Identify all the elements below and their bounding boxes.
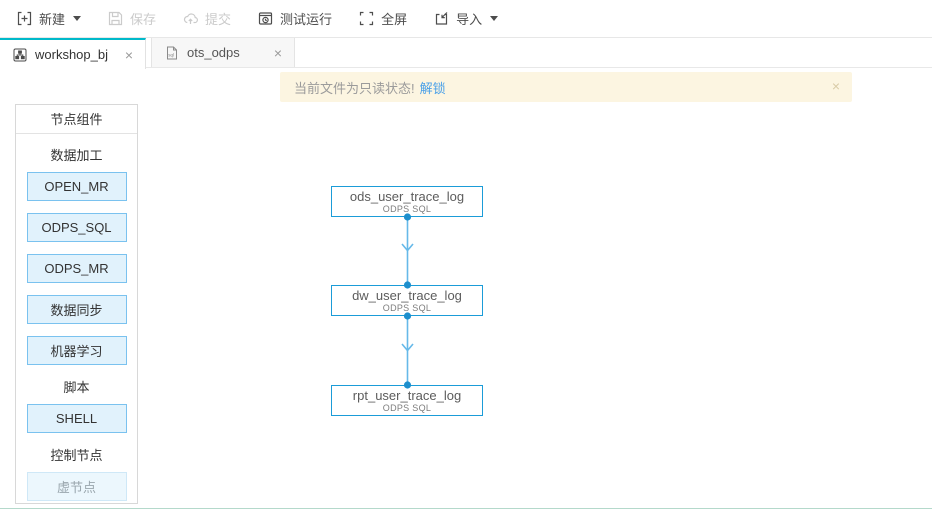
save-label: 保存 xyxy=(130,12,157,27)
section-label-script: 脚本 xyxy=(63,380,90,395)
fullscreen-icon xyxy=(359,11,374,26)
component-virtual-node[interactable]: 虚节点 xyxy=(26,472,127,501)
submit-button[interactable]: 提交 xyxy=(183,9,231,28)
fullscreen-button[interactable]: 全屏 xyxy=(359,9,407,28)
readonly-banner: 当前文件为只读状态! 解锁 × xyxy=(280,72,852,102)
close-icon[interactable]: × xyxy=(273,44,282,61)
panel-title: 节点组件 xyxy=(16,105,137,134)
component-machine-learning[interactable]: 机器学习 xyxy=(26,336,127,365)
arrowhead-icon xyxy=(401,243,414,252)
svg-text:sql: sql xyxy=(168,52,174,57)
arrowhead-icon xyxy=(401,343,414,352)
close-icon[interactable]: × xyxy=(831,78,840,94)
section-label-data-processing: 数据加工 xyxy=(50,148,103,163)
test-run-button[interactable]: 测试运行 xyxy=(258,9,332,28)
save-icon xyxy=(108,11,123,26)
node-title: ods_user_trace_log xyxy=(349,189,465,204)
component-odps-mr[interactable]: ODPS_MR xyxy=(26,254,127,283)
cloud-upload-icon xyxy=(183,13,198,24)
bottom-divider xyxy=(0,508,932,509)
workflow-icon xyxy=(13,48,27,61)
tab-label: workshop_bj xyxy=(35,47,108,62)
close-icon[interactable]: × xyxy=(124,46,133,63)
component-data-sync[interactable]: 数据同步 xyxy=(26,295,127,324)
caret-down-icon xyxy=(73,16,82,21)
tab-workshop-bj[interactable]: workshop_bj × xyxy=(0,38,146,69)
save-button[interactable]: 保存 xyxy=(108,9,156,28)
sql-file-icon: sql xyxy=(167,46,177,59)
node-type: ODPS SQL xyxy=(382,303,432,313)
unlock-link[interactable]: 解锁 xyxy=(419,80,446,96)
import-button[interactable]: 导入 xyxy=(434,9,499,28)
dag-node-dw-user-trace-log[interactable]: dw_user_trace_log ODPS SQL xyxy=(331,285,483,316)
component-odps-sql[interactable]: ODPS_SQL xyxy=(26,213,127,242)
section-label-control-node: 控制节点 xyxy=(50,448,103,463)
component-open-mr[interactable]: OPEN_MR xyxy=(26,172,127,201)
new-plus-icon xyxy=(17,11,32,26)
node-title: dw_user_trace_log xyxy=(352,288,462,303)
test-run-icon xyxy=(258,12,273,25)
caret-down-icon xyxy=(490,16,499,21)
new-label: 新建 xyxy=(39,12,66,27)
node-title: rpt_user_trace_log xyxy=(352,388,462,403)
submit-label: 提交 xyxy=(205,12,232,27)
node-type: ODPS SQL xyxy=(382,204,432,214)
banner-message: 当前文件为只读状态! xyxy=(294,80,415,96)
node-components-panel: 节点组件 数据加工 OPEN_MR ODPS_SQL ODPS_MR 数据同步 … xyxy=(15,104,138,504)
tab-ots-odps[interactable]: sql ots_odps × xyxy=(151,38,295,67)
new-button[interactable]: 新建 xyxy=(17,9,82,28)
fullscreen-label: 全屏 xyxy=(381,12,408,27)
tab-bar: workshop_bj × sql ots_odps × xyxy=(0,38,932,69)
toolbar: 新建 保存 提交 测试运行 xyxy=(0,0,932,38)
node-type: ODPS SQL xyxy=(382,403,432,413)
import-icon xyxy=(435,12,448,25)
component-shell[interactable]: SHELL xyxy=(26,404,127,433)
dag-node-ods-user-trace-log[interactable]: ods_user_trace_log ODPS SQL xyxy=(331,186,483,217)
tab-label: ots_odps xyxy=(187,45,240,60)
dag-node-rpt-user-trace-log[interactable]: rpt_user_trace_log ODPS SQL xyxy=(331,385,483,416)
test-run-label: 测试运行 xyxy=(280,12,333,27)
import-label: 导入 xyxy=(456,12,483,27)
